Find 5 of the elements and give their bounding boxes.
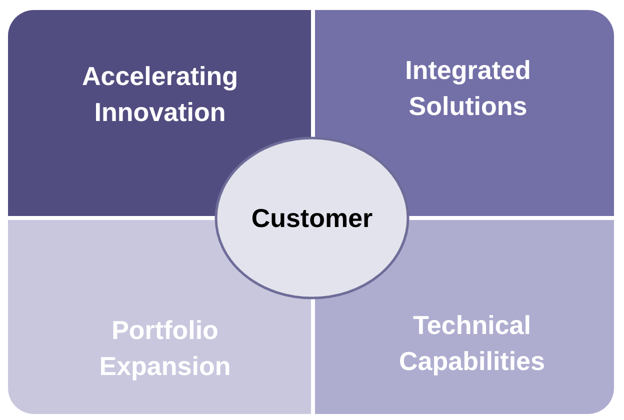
- quadrant-label: Accelerating Innovation: [80, 60, 240, 129]
- quadrant-label: Integrated Solutions: [404, 54, 532, 123]
- center-label: Customer: [250, 202, 374, 235]
- quadrant-label: Technical Capabilities: [398, 309, 546, 378]
- quadrant-label: Portfolio Expansion: [98, 314, 232, 383]
